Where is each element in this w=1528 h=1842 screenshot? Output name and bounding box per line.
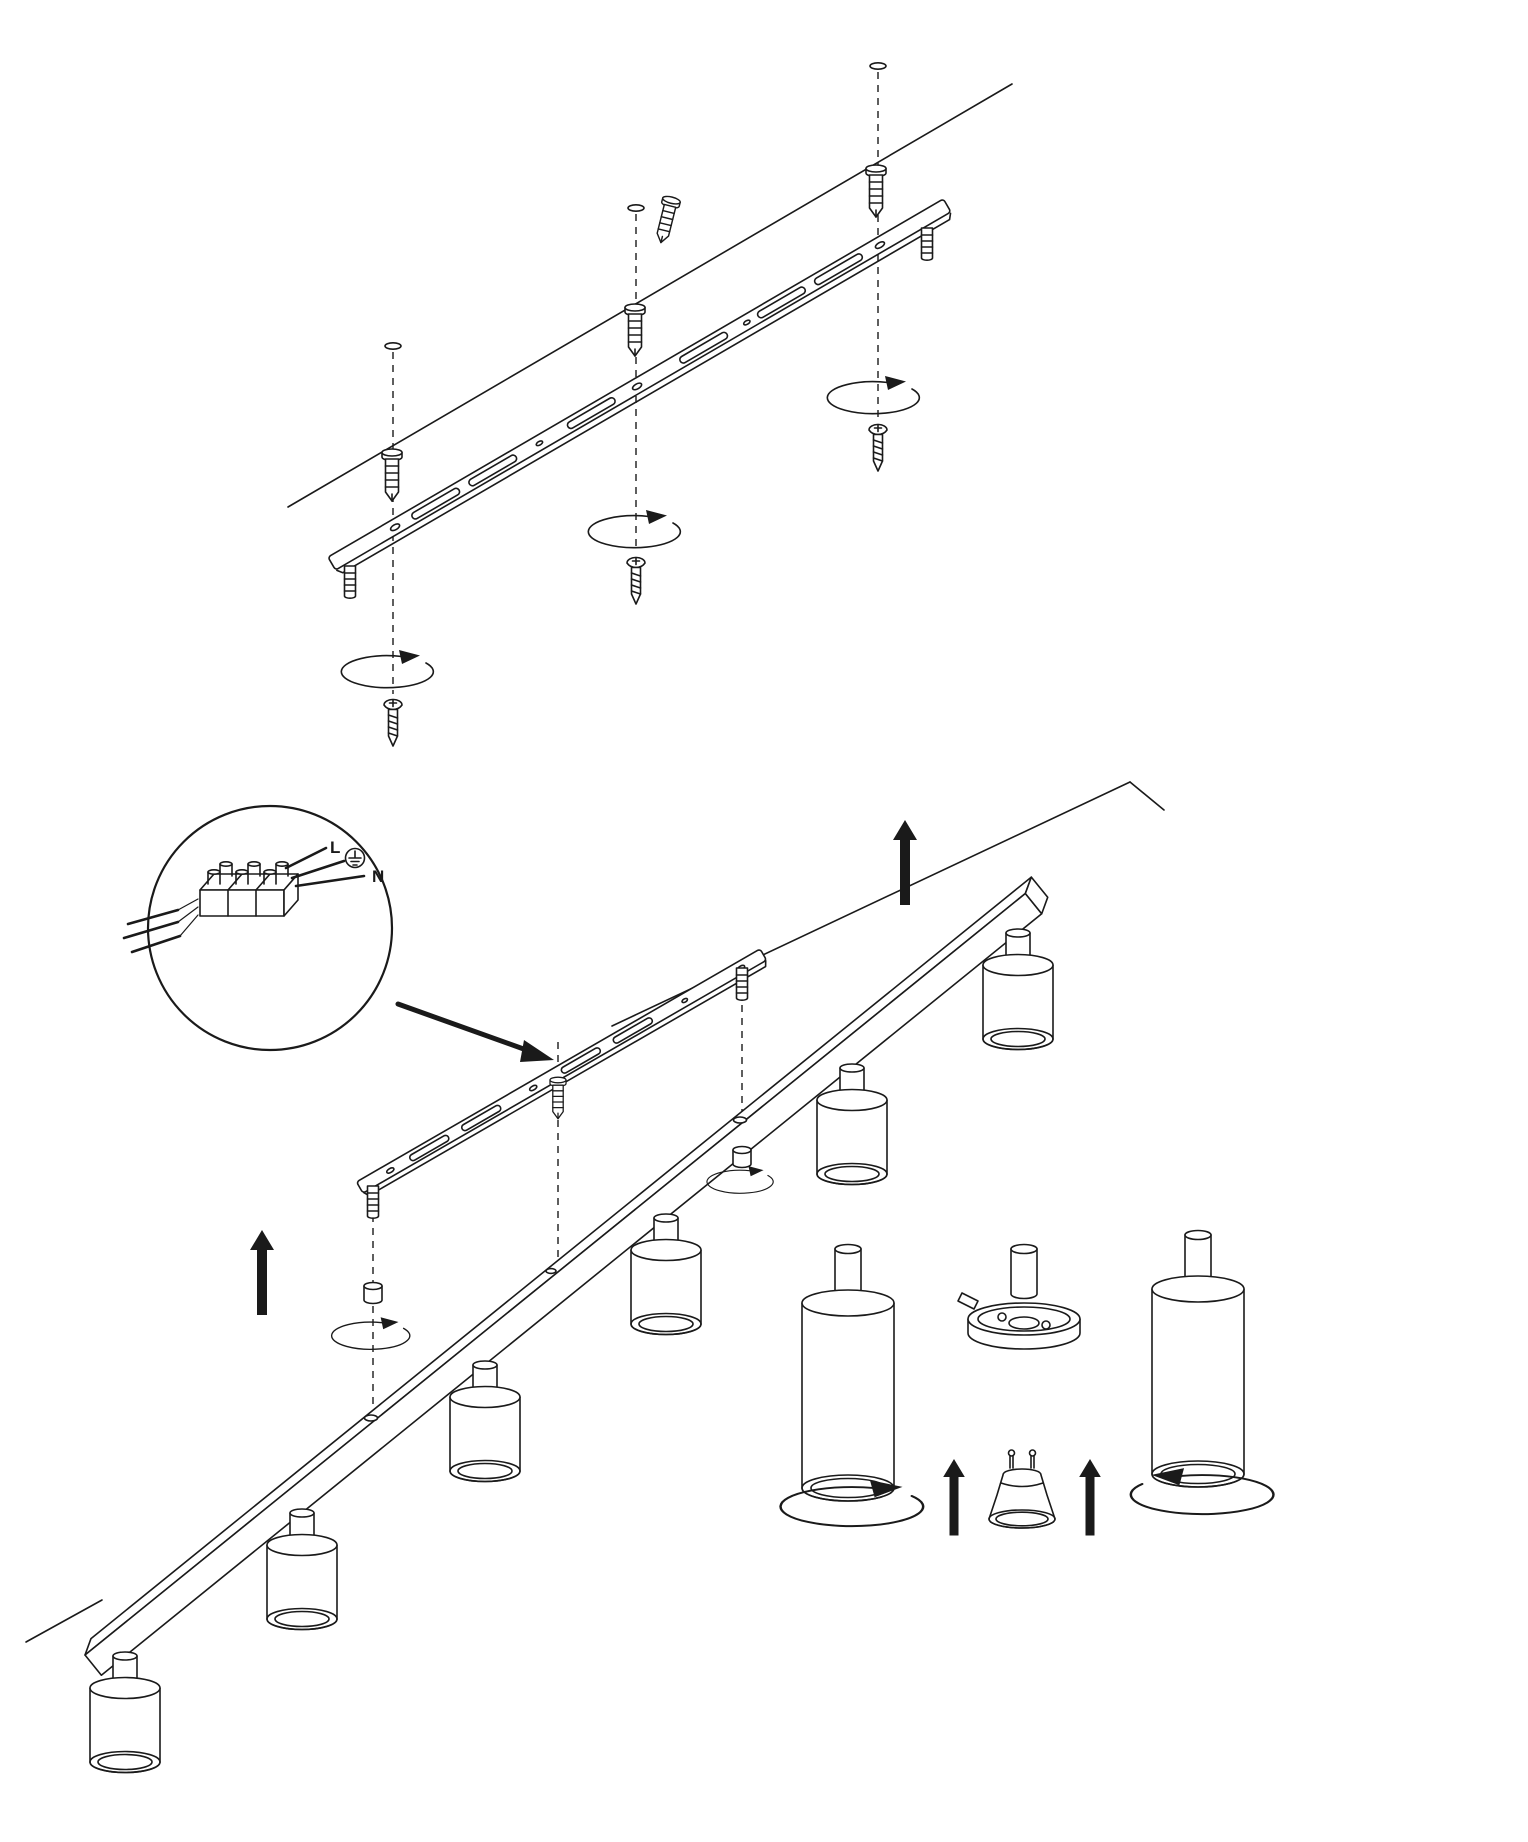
mounting-screw <box>383 698 403 747</box>
gu10-socket <box>957 1292 1081 1350</box>
pointer-arrowhead <box>520 1040 554 1062</box>
up-arrow <box>943 1459 965 1536</box>
cap-nut <box>732 1145 752 1169</box>
ceiling-edge-line <box>25 1599 103 1643</box>
fixture-rail <box>84 876 1049 1677</box>
rail-screw-hole <box>631 382 643 391</box>
neutral-wire-label: N <box>372 867 384 886</box>
rail-edge <box>336 212 952 574</box>
pointer-arrow <box>395 1001 535 1055</box>
up-arrow <box>1079 1459 1101 1536</box>
rail-body <box>328 199 951 570</box>
shade-left <box>801 1289 895 1502</box>
wall-plug <box>381 448 403 502</box>
rail-top-face <box>84 876 1033 1656</box>
rotation-arrow <box>1129 1466 1275 1516</box>
rail-slot <box>468 454 518 487</box>
rail-screw-hole <box>874 240 886 250</box>
bulb-installation-detail <box>779 1229 1275 1536</box>
mounting-rail <box>328 199 952 574</box>
ceiling-hole <box>627 204 645 213</box>
bracket-slot <box>612 1017 654 1044</box>
threaded-stud <box>735 967 749 1002</box>
ceiling-bracket <box>356 949 767 1197</box>
rail-hole <box>742 319 751 326</box>
rail-slot <box>566 396 616 430</box>
threaded-stud <box>920 227 934 262</box>
bracket-slot <box>409 1134 450 1162</box>
step-mount-bracket <box>287 61 1013 747</box>
mounting-screw <box>868 423 888 472</box>
rail-front-face <box>84 892 1043 1677</box>
threaded-stud <box>366 1185 380 1219</box>
rail-hole <box>535 440 544 447</box>
terminal-block <box>199 860 299 917</box>
rail-mounting-hole <box>732 1116 748 1124</box>
mounting-screw <box>626 556 646 605</box>
gu10-bulb <box>988 1449 1056 1529</box>
wall-plug <box>651 194 682 246</box>
earth-ground-icon <box>344 847 366 869</box>
ceiling-corner-line <box>1129 781 1165 811</box>
rail-slot <box>813 253 864 286</box>
wall-plug <box>624 303 646 357</box>
rail-screw-hole <box>389 523 401 532</box>
rail-slot <box>411 487 461 520</box>
shade-right <box>1151 1275 1245 1488</box>
rotation-arrow <box>340 649 435 689</box>
ceiling-hole <box>869 61 887 70</box>
rail-mounting-hole <box>363 1414 379 1422</box>
rotation-arrow <box>587 509 682 549</box>
rotation-arrow <box>826 375 921 415</box>
cap-nut <box>363 1281 383 1305</box>
up-arrow <box>250 1230 274 1315</box>
bracket-hole <box>385 1167 395 1174</box>
ceiling-hole <box>384 341 402 350</box>
wiring-detail: L N <box>122 804 554 1062</box>
ceiling-edge-line <box>287 83 1013 508</box>
mains-wires <box>122 898 199 954</box>
wall-plug <box>865 164 887 218</box>
rail-end-face <box>1024 876 1049 915</box>
rail-slot <box>756 286 807 319</box>
rail-cable-hole <box>545 1267 557 1275</box>
bracket-slot <box>460 1104 502 1132</box>
live-wire-label: L <box>330 838 340 857</box>
step-attach-fixture <box>25 781 1165 1774</box>
socket-clip <box>957 1292 979 1310</box>
socket-neck <box>1010 1243 1038 1300</box>
fixture-wires <box>284 846 366 888</box>
threaded-stud <box>343 565 357 600</box>
rail-slot <box>679 331 729 364</box>
rotation-arrow <box>330 1316 411 1350</box>
cable-plug <box>549 1076 567 1120</box>
detail-circle <box>146 804 394 1052</box>
bracket-slot <box>560 1047 602 1074</box>
bracket-hole <box>528 1084 538 1092</box>
bracket-edge <box>363 959 767 1197</box>
bracket-hole <box>681 997 689 1004</box>
